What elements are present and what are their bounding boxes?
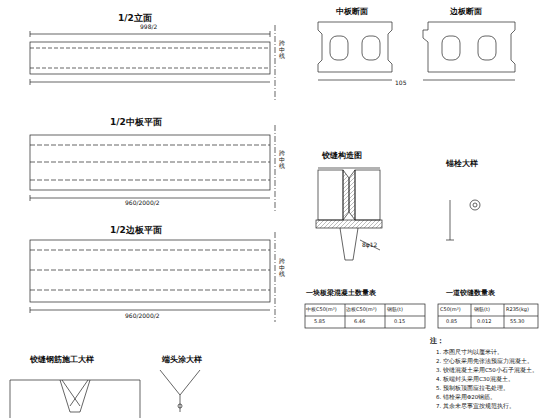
- drawing-label: 55.30: [510, 319, 524, 325]
- drawing-label: 3. 铰缝混凝土采用C50小石子混凝土。: [436, 367, 538, 373]
- drawing-label: 0.85: [446, 319, 457, 325]
- view-title: 注：: [430, 338, 444, 346]
- hinge-detail: [316, 168, 382, 260]
- mid-slab-section: [318, 22, 392, 80]
- drawing-label: 105: [395, 80, 406, 87]
- view-title: 端头涂大样: [162, 356, 202, 365]
- end-cap-detail: [160, 370, 200, 412]
- drawing-label: C50(m³): [440, 307, 461, 313]
- drawing-label: 998/2: [140, 24, 157, 31]
- drawing-label: 8φ12: [362, 242, 377, 249]
- view-title: 中板断面: [336, 8, 368, 17]
- vertical-label: 跨中线: [279, 40, 285, 60]
- mid-slab-plan: [30, 125, 275, 212]
- drawing-label: 6.46: [354, 319, 365, 325]
- view-title: 一道铰缝数量表: [446, 290, 495, 298]
- drawing-label: 0.15: [394, 319, 405, 325]
- view-title: 1/2立面: [118, 14, 152, 24]
- drawing-label: 钢筋(t): [474, 307, 490, 313]
- drawing-label: 边板C50(m³): [346, 307, 377, 313]
- drawing-label: 960/2000/2: [125, 200, 160, 207]
- anchor-bolt-detail: [446, 200, 480, 240]
- view-title: 锚栓大样: [446, 160, 478, 169]
- drawing-label: 中板C50(m³): [306, 307, 337, 313]
- quantity-tables: [305, 304, 538, 328]
- edge-slab-section: [423, 22, 515, 80]
- view-title: 一块板梁混凝土数量表: [306, 290, 376, 298]
- drawing-label: 4. 板端封头采用C30混凝土。: [436, 376, 514, 382]
- vertical-label: 跨中线: [279, 258, 285, 278]
- vertical-label: 跨中线: [279, 150, 285, 170]
- drawing-label: 6. 锚栓采用Φ20钢筋。: [436, 394, 496, 400]
- view-title: 铰缝钢筋施工大样: [30, 356, 94, 365]
- half-elevation: [30, 25, 275, 100]
- drawing-label: 7. 其余未尽事宜按规范执行。: [436, 403, 515, 409]
- view-title: 1/2边板平面: [110, 226, 162, 236]
- hinge-rebar-detail: [10, 380, 140, 418]
- drawing-label: 960/2000/2: [125, 313, 160, 320]
- drawing-label: 5. 预制板顶面应拉毛处理。: [436, 385, 509, 391]
- edge-slab-plan: [30, 232, 275, 322]
- view-title: 铰缝构造图: [322, 152, 362, 161]
- view-title: 1/2中板平面: [110, 118, 162, 128]
- drawing-label: 0.012: [477, 319, 491, 325]
- drawing-label: 钢筋(t): [387, 307, 403, 313]
- drawing-label: 1. 本图尺寸均以厘米计。: [436, 349, 503, 355]
- drawing-label: R235(kg): [506, 307, 529, 313]
- drawing-label: 2. 空心板采用先张法预应力混凝土。: [436, 358, 533, 364]
- view-title: 边板断面: [450, 8, 482, 17]
- drawing-label: 5.85: [314, 319, 325, 325]
